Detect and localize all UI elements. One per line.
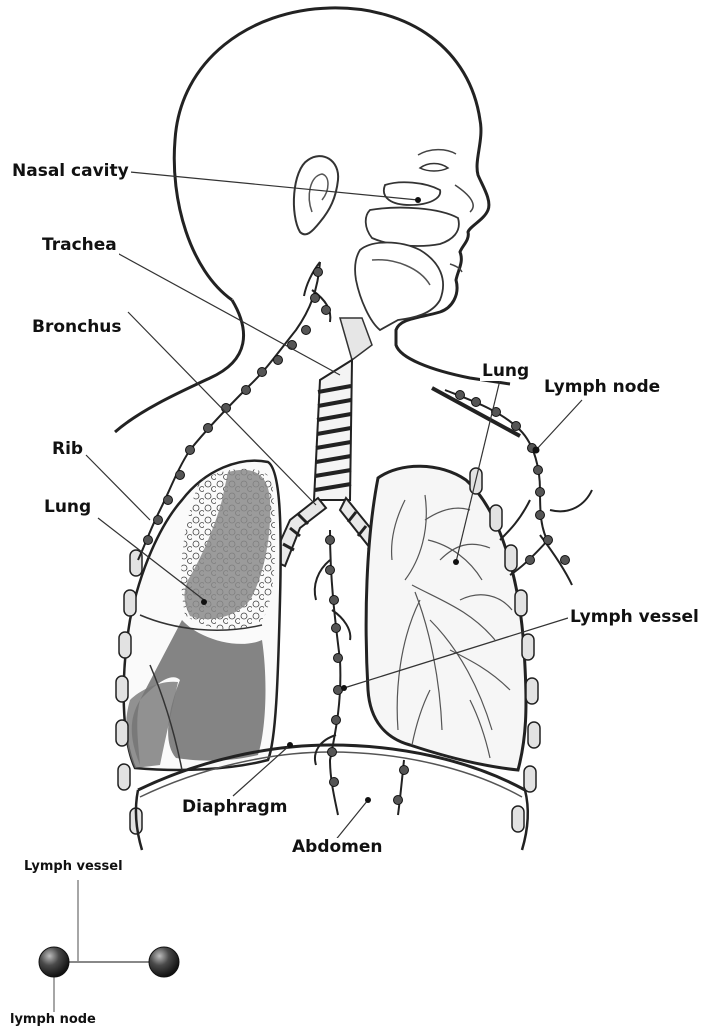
- legend-label-node: lymph node: [8, 1013, 98, 1027]
- label-rib: Rib: [50, 440, 85, 459]
- label-diaphragm: Diaphragm: [180, 798, 289, 817]
- legend-node-left: [39, 947, 69, 977]
- shoulder-right: [432, 388, 520, 436]
- trachea: [314, 318, 372, 500]
- nasal-cavity: [384, 182, 440, 205]
- label-lung-right: Lung: [480, 362, 531, 381]
- label-nasal-cavity: Nasal cavity: [10, 162, 131, 181]
- eye: [420, 164, 448, 172]
- lung-left: [124, 461, 281, 770]
- label-lung-left: Lung: [42, 498, 93, 517]
- label-lymph-node: Lymph node: [542, 378, 662, 397]
- pharynx: [355, 243, 443, 331]
- label-bronchus: Bronchus: [30, 318, 124, 337]
- ear: [294, 156, 338, 234]
- legend-label-vessel: Lymph vessel: [22, 860, 125, 874]
- legend-node-right: [149, 947, 179, 977]
- label-trachea: Trachea: [40, 236, 119, 255]
- label-lymph-vessel: Lymph vessel: [568, 608, 701, 627]
- legend-graphic: [39, 880, 179, 1012]
- label-abdomen: Abdomen: [290, 838, 385, 857]
